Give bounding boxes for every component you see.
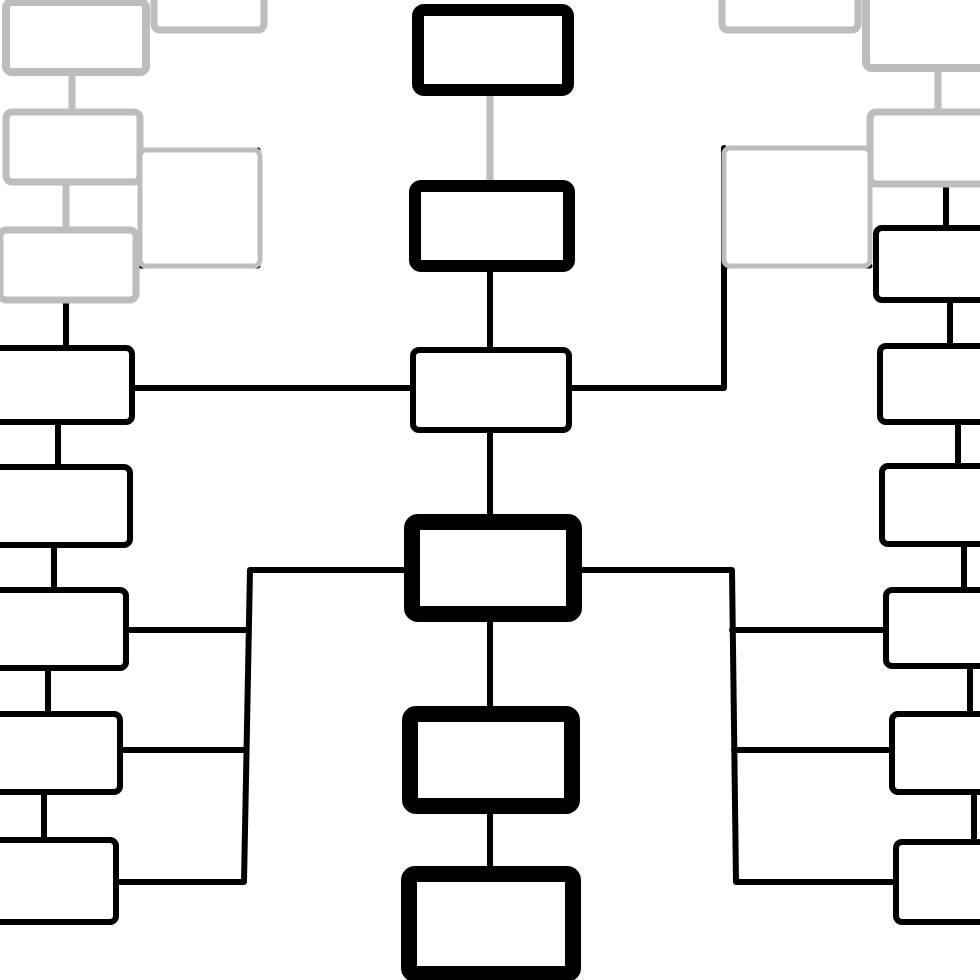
center-box-3 [410, 347, 572, 433]
right-top-box [718, 0, 862, 34]
right-box-1 [862, 0, 980, 72]
right-bracket-1-line [567, 145, 727, 391]
left-box-5 [0, 464, 133, 548]
right-bracket-box-1 [721, 145, 873, 269]
left-box-2 [2, 108, 144, 186]
left-box-6 [0, 587, 129, 671]
right-box-2 [866, 108, 980, 188]
left-box-3 [0, 226, 140, 304]
right-box-8 [893, 839, 980, 925]
center-box-1 [412, 4, 574, 96]
right-box-5 [879, 463, 980, 547]
left-bracket-4 [113, 567, 415, 885]
right-box-4 [877, 343, 980, 425]
left-top-box [150, 0, 268, 34]
left-box-7 [0, 711, 123, 795]
left-box-1 [2, 0, 150, 76]
right-box-7 [889, 711, 980, 795]
left-box-8 [0, 837, 119, 925]
left-bracket-box-1 [137, 147, 263, 269]
center-box-5 [402, 706, 580, 814]
right-box-6 [883, 587, 980, 669]
center-box-2 [409, 180, 575, 272]
center-box-4 [404, 514, 582, 622]
right-box-3 [873, 225, 980, 303]
right-to-center-4 [571, 567, 899, 885]
left-box-4 [0, 345, 135, 425]
center-box-6 [401, 866, 581, 980]
